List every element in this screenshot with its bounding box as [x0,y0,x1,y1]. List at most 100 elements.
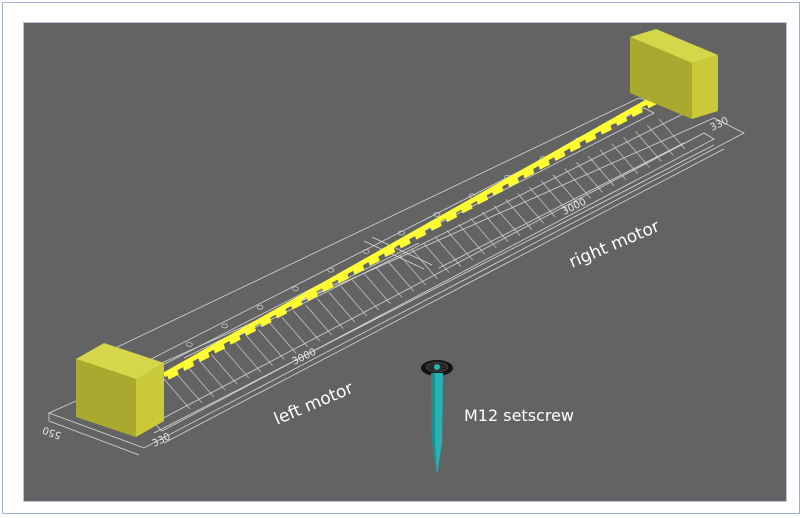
slat-line [481,211,509,243]
slat-line [269,323,297,354]
track-tooth [630,106,643,118]
dimension-width: 550 [41,424,63,441]
slat-line [611,143,639,174]
slat-line [352,279,379,311]
dimension-end-left: 330 [150,431,172,449]
track-tooth [275,307,288,319]
track-tooth [367,254,380,266]
dimension-end-right: 330 [708,115,730,133]
diagram-canvas: left motor right motor M12 setscrew 3000… [23,22,787,502]
track-tooth [553,149,566,161]
track-tooth [336,272,349,284]
track-tooth [259,316,272,328]
track-tooth [615,114,628,126]
slat-line [552,174,580,205]
left-motor-label: left motor [271,378,356,429]
width-dim-line [48,420,140,456]
track-tooth [244,324,257,336]
slat-line [493,205,521,236]
track-tooth [460,202,473,214]
track-tooth [429,219,442,231]
track-tooth [213,342,226,354]
track-tooth [414,228,427,240]
slat-line [576,162,603,193]
slat-line [411,248,438,280]
track-tooth [445,211,458,223]
slat-line [635,131,662,162]
slat-line [658,118,686,150]
yellow-track [162,92,661,380]
mount-hole [292,286,299,292]
slat-line [340,285,368,317]
slat-line [328,292,356,323]
slat-line [517,193,544,224]
outer-frame-base [47,117,745,449]
mount-hole [433,212,441,217]
track-tooth [476,193,489,205]
slat-line [258,329,285,360]
slat-line [175,372,203,404]
front-edge-lower [163,148,725,444]
track-tooth [522,167,535,179]
slat-line [199,360,226,391]
slat-line [399,254,426,286]
track-tooth [568,141,581,153]
track-tooth [599,123,612,135]
track-tooth [507,176,520,188]
track-tooth [584,132,597,144]
slat-line [281,316,309,348]
track-tooth [290,298,303,310]
slat-line [423,242,450,274]
slat-line [375,267,403,298]
slat-line [187,366,214,397]
mount-hole [327,267,335,273]
slat-line [540,180,568,212]
slat-line [316,298,344,329]
track-tooth [398,237,411,249]
slat-line [623,137,650,168]
slat-line [434,236,462,267]
track-tooth [305,289,318,301]
track-tooth [182,359,195,371]
slat-line [446,230,474,261]
slat-line [458,224,485,255]
mount-hole [186,342,193,347]
track-tooth [537,158,550,170]
slat-line [646,124,674,156]
mount-hole [362,249,370,254]
slat-line [588,155,615,187]
diagram-svg: left motor right motor M12 setscrew 3000… [41,29,745,475]
frame-slats [163,118,686,410]
front-edge [153,144,715,434]
dim-line-right [438,142,685,269]
slat-line [505,199,533,230]
slat-line [293,310,320,342]
right-motor-block [630,29,718,119]
slat-line [564,168,591,199]
track-tooth [491,184,504,196]
right-motor-label: right motor [566,217,663,273]
dim-line-left [183,242,420,359]
track-tooth [166,368,179,380]
left-motor-block [76,343,164,437]
slat-line [470,217,497,249]
track-tooth [321,281,334,293]
slat-line [210,354,238,385]
slat-line [305,304,332,335]
setscrew-icon [421,360,453,475]
track-tooth [352,263,365,275]
inner-rail-front [153,132,715,432]
slat-line [222,347,250,379]
slat-line [246,335,273,366]
slat-line [599,149,627,181]
setscrew-label: M12 setscrew [464,406,574,425]
slat-line [387,261,415,292]
slat-line [234,341,261,373]
track-tooth [383,246,396,258]
slat-line [163,378,191,410]
track-tooth [228,333,241,345]
track-bar [162,92,661,378]
slat-line [364,273,391,304]
slat-line [529,186,556,218]
